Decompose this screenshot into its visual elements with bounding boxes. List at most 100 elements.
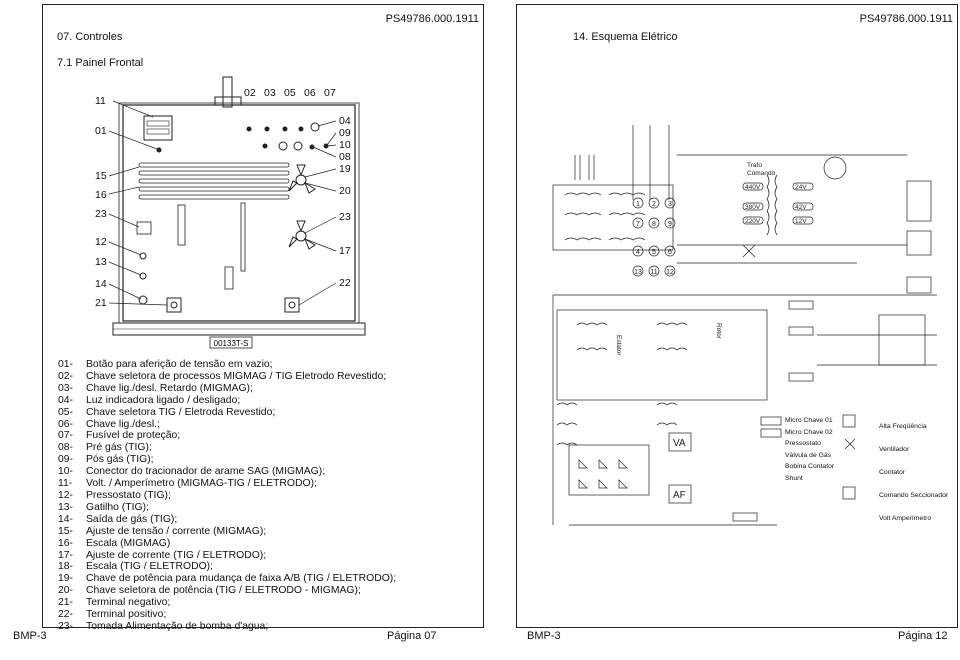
legend-item: 15- Ajuste de tensão / corrente (MIGMAG);: [58, 526, 396, 538]
legend-item: 13-Gatilho (TIG);: [58, 502, 396, 514]
label-voltage-2: 220V: [745, 218, 761, 225]
callout-02: 02: [244, 87, 256, 99]
legend-text: Chave seletora TIG / Eletroda Revestido;: [86, 406, 276, 418]
legend-text: Ajuste de corrente (TIG / ELETRODO);: [86, 549, 267, 561]
legend-number: 18-: [58, 561, 74, 573]
legend-item: 05- Chave seletora TIG / Eletroda Revesti…: [58, 407, 396, 419]
legend-text: Ajuste de tensão / corrente (MIGMAG);: [86, 525, 267, 537]
svg-text:12: 12: [666, 269, 674, 276]
schematic-key-item: Válvula de Gás: [765, 450, 834, 462]
schematic-key-item: Volt Amperímetro: [859, 507, 948, 530]
button-01-icon: [156, 147, 162, 153]
cabinet-outline: [122, 104, 356, 322]
footer-right-model: BMP-3: [527, 630, 561, 642]
schematic-key-text: Micro Chave 01: [785, 417, 833, 424]
schematic-key-text: Bobina Contator: [785, 463, 835, 471]
schematic-key-text: Comando Seccionador: [879, 492, 949, 499]
section-title: 14. Esquema Elétrico: [573, 31, 678, 43]
legend-text: Chave seletora de processos MIGMAG / TIG…: [86, 370, 387, 382]
schematic-key-text: Contator: [879, 469, 906, 476]
legend-text: Volt. / Amperímetro (MIGMAG-TIG / ELETRO…: [86, 478, 317, 490]
svg-text:3: 3: [668, 201, 672, 208]
legend-number: 04-: [58, 394, 74, 406]
footer-right-page-number: Página 12: [898, 630, 948, 642]
legend-number: 01-: [58, 359, 74, 370]
legend-number: 03-: [58, 382, 74, 394]
document-code: PS49786.000.1911: [385, 13, 479, 25]
legend-item: 17- Ajuste de corrente (TIG / ELETRODO);: [58, 550, 396, 562]
schematic-key-text: Alta Freqüência: [879, 423, 927, 430]
callout-13: 13: [95, 256, 107, 268]
callout-10: 10: [339, 139, 351, 151]
legend-item: 12-Pressostato (TIG);: [58, 490, 396, 502]
legend-text: Pré gás (TIG);: [86, 442, 152, 454]
callout-14: 14: [95, 278, 107, 290]
legend-text: Chave seletora de potência (TIG / ELETRO…: [86, 585, 361, 597]
svg-text:1: 1: [636, 201, 640, 208]
callout-12: 12: [95, 236, 107, 248]
legend-number: 17-: [58, 549, 74, 561]
legend-number: 22-: [58, 609, 74, 621]
schematic-key-item: Micro Chave 02: [765, 427, 834, 439]
schematic-key-item: Contator: [859, 461, 948, 484]
legend-text: Escala (MIGMAG): [86, 537, 171, 549]
legend-number: 14-: [58, 513, 74, 525]
legend-text: Terminal positivo;: [86, 609, 167, 621]
front-panel-drawing: 00133T-S: [108, 76, 366, 349]
label-voltage-1: 380V: [745, 204, 761, 211]
schematic-key-text: Micro Chave 02: [785, 428, 833, 436]
callout-08: 08: [339, 151, 351, 163]
legend-item: 09-Pós gás (TIG);: [58, 454, 396, 466]
schematic-key-item: Ventilador: [859, 438, 948, 461]
svg-text:11: 11: [650, 269, 657, 276]
callout-11: 11: [95, 95, 106, 107]
legend-item: 04-Luz indicadora ligado / desligado;: [58, 395, 396, 407]
legend-text: Chave de potência para mudança de faixa …: [86, 573, 397, 585]
schematic-key-text: Shunt: [785, 474, 803, 482]
schematic-key-item: Comando Seccionador: [859, 484, 948, 507]
callout-01: 01: [95, 125, 107, 137]
svg-text:9: 9: [668, 221, 672, 228]
legend-number: 15-: [58, 525, 74, 537]
schematic-key-item: Micro Chave 01: [765, 415, 834, 427]
legend-item: 16-Escala (MIGMAG): [58, 538, 396, 550]
legend-item: 23-Tomada Alimentação de bomba d'agua;: [58, 621, 396, 633]
svg-text:4: 4: [636, 249, 640, 256]
callout-04: 04: [339, 115, 351, 127]
label-trafo: Trafo: [747, 162, 762, 169]
legend-number: 08-: [58, 442, 74, 454]
section-title: 07. Controles: [57, 31, 123, 43]
manual-page-controls: 07. Controles PS49786.000.1911 7.1 Paine…: [42, 4, 484, 632]
callout-06: 06: [304, 87, 316, 99]
legend-text: Terminal negativo;: [86, 597, 171, 609]
subsection-title: 7.1 Painel Frontal: [57, 57, 144, 69]
callout-20: 20: [339, 185, 351, 197]
label-voltage-0: 440V: [745, 184, 761, 191]
callout-16: 16: [95, 189, 107, 201]
legend-text: Pós gás (TIG);: [86, 454, 154, 466]
legend-text: Botão para aferição de tensão em vazio;: [86, 359, 273, 370]
legend-item: 21-Terminal negativo;: [58, 597, 396, 609]
legend-item: 11-Volt. / Amperímetro (MIGMAG-TIG / ELE…: [58, 478, 396, 490]
legend-number: 05-: [58, 406, 74, 418]
legend-item: 18-Escala (TIG / ELETRODO);: [58, 561, 396, 573]
legend-number: 06-: [58, 418, 74, 430]
legend-text: Conector do tracionador de arame SAG (MI…: [86, 466, 326, 478]
callout-09: 09: [339, 127, 351, 139]
callout-22: 22: [339, 277, 351, 289]
svg-text:6: 6: [668, 249, 672, 256]
schematic-key-item: Bobina Contator: [765, 461, 834, 473]
schematic-key-text: Válvula de Gás: [785, 451, 832, 459]
legend-text: Fusível de proteção;: [86, 430, 181, 442]
legend-item: 19-Chave de potência para mudança de fai…: [58, 573, 396, 585]
volt-ammeter-display: [143, 115, 173, 141]
legend-item: 08- Pré gás (TIG);: [58, 442, 396, 454]
footer-left-page-number: Página 07: [387, 630, 437, 642]
footer-left-model: BMP-3: [13, 630, 47, 642]
svg-text:13: 13: [634, 269, 642, 276]
legend-item: 03-Chave lig./desl. Retardo (MIGMAG);: [58, 383, 396, 395]
legend-number: 13-: [58, 501, 74, 513]
svg-text:VA: VA: [673, 438, 686, 449]
